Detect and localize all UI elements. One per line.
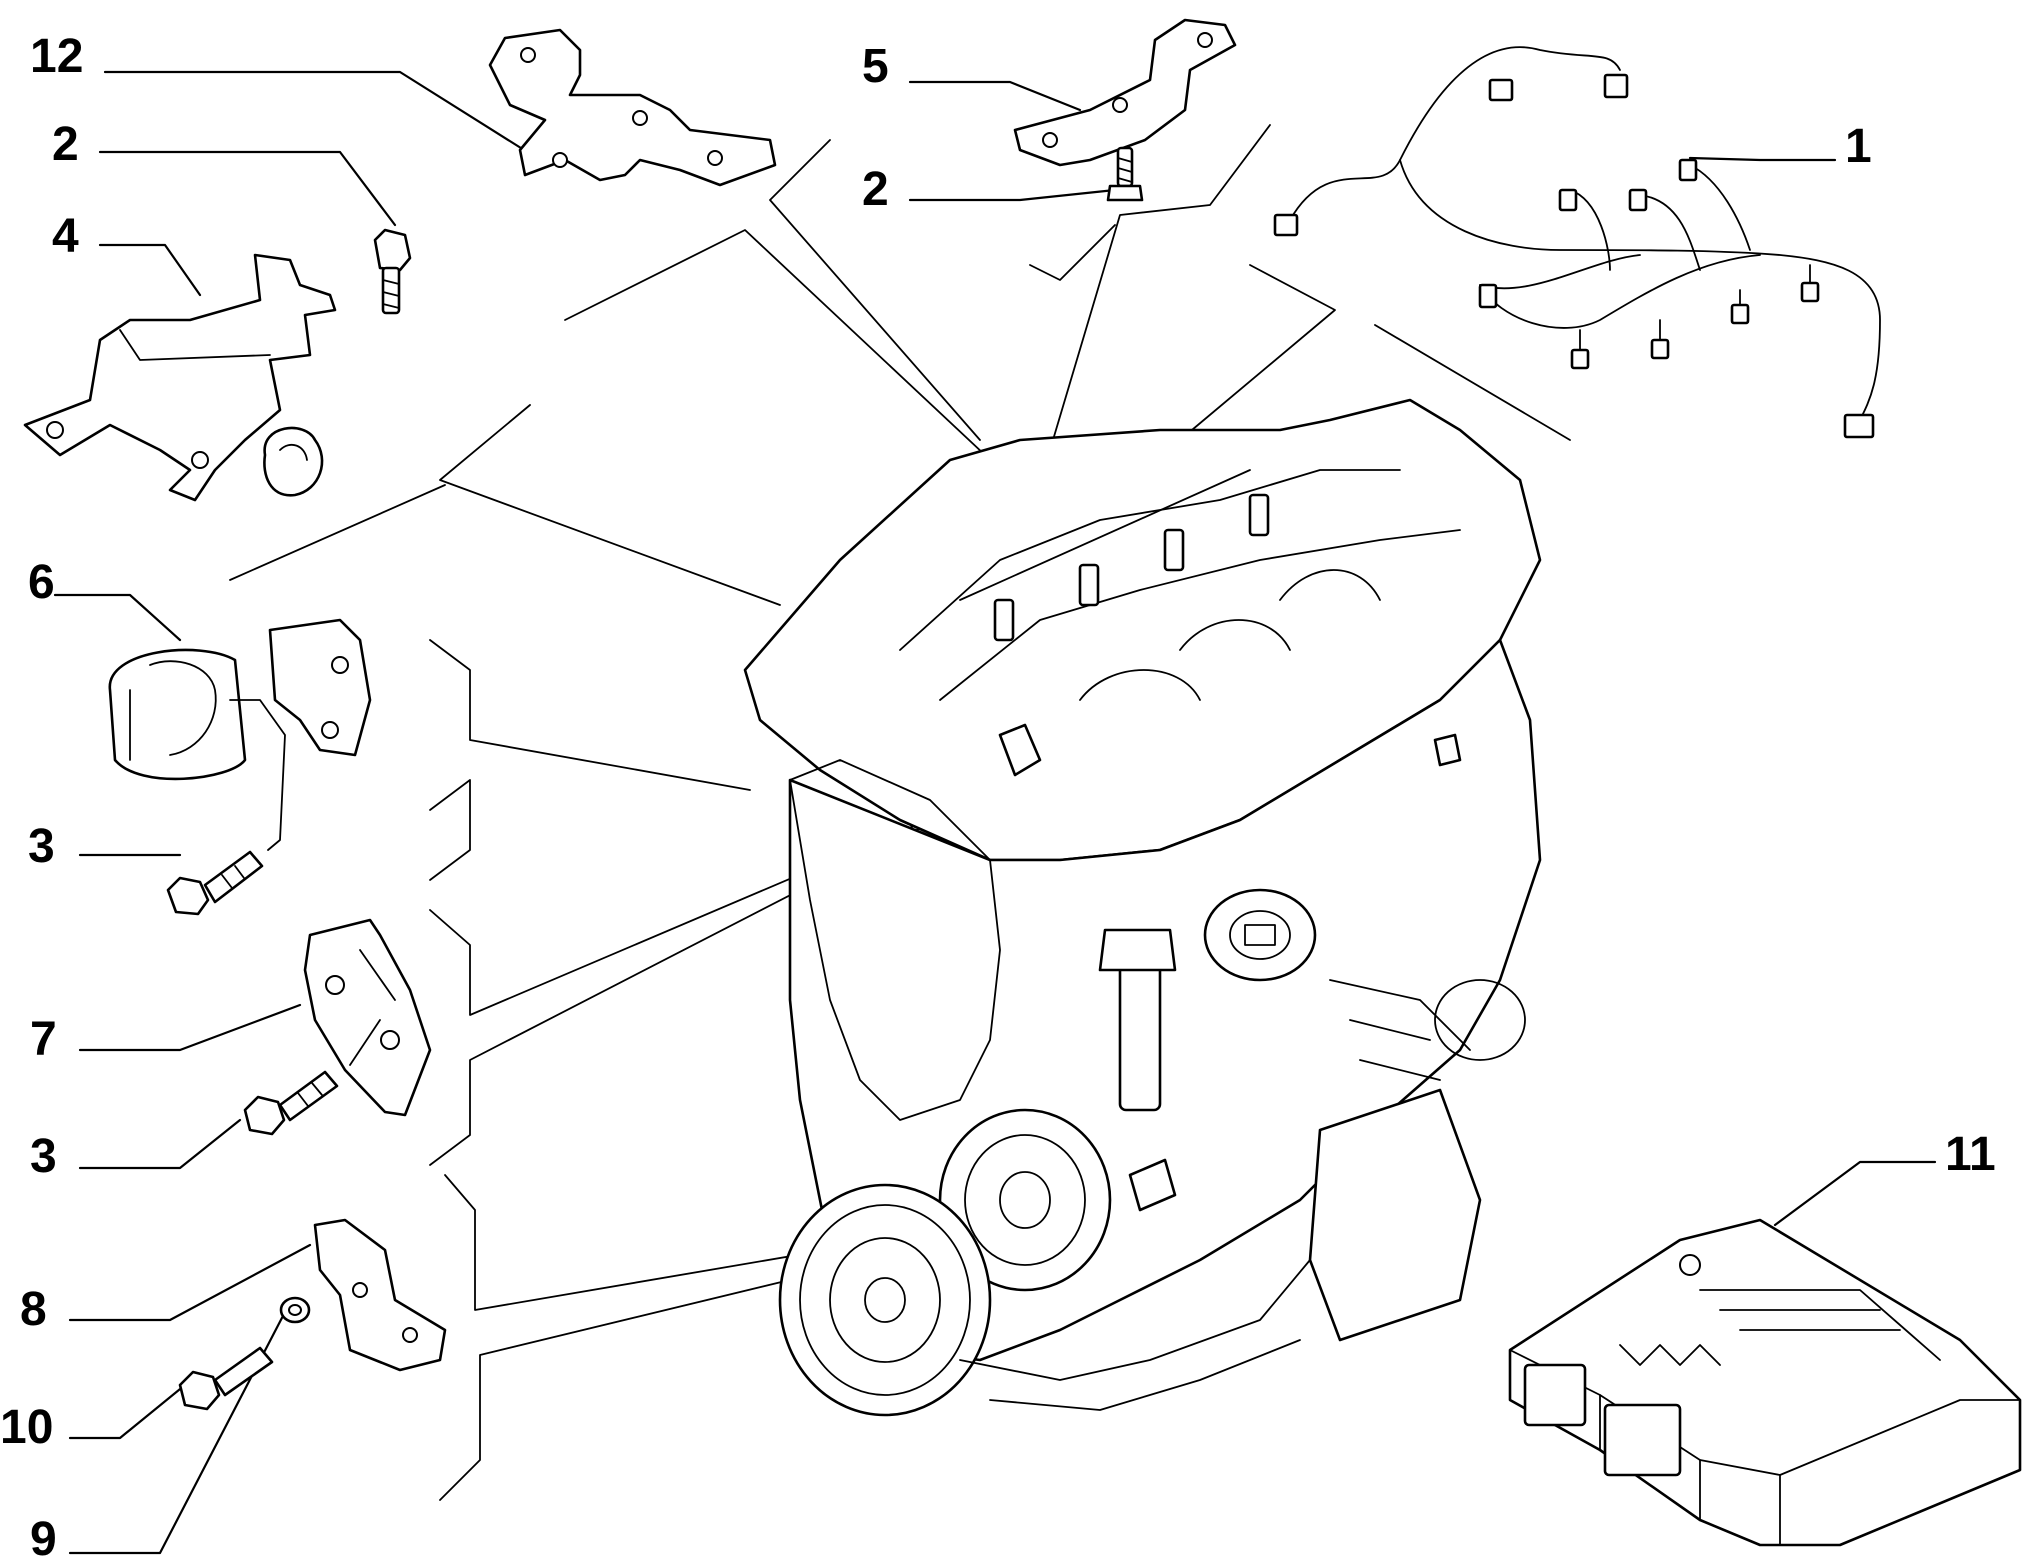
- clamp-6: [108, 618, 372, 851]
- callout-6: 6: [28, 556, 55, 609]
- callout-3-upper: 3: [28, 820, 55, 873]
- callout-7: 7: [30, 1013, 57, 1066]
- callout-1: 1: [1845, 120, 1872, 173]
- callout-5: 5: [862, 40, 889, 93]
- callout-9: 9: [30, 1513, 57, 1558]
- callout-4: 4: [52, 210, 79, 263]
- bolt-3-lower: [243, 1070, 339, 1136]
- engine-assembly: [743, 398, 1542, 1417]
- stud-2: [1106, 146, 1144, 202]
- callout-3-lower: 3: [30, 1130, 57, 1183]
- bracket-5: [1013, 18, 1237, 167]
- bolt-3-upper: [166, 850, 264, 916]
- bracket-8: [313, 1218, 447, 1372]
- callout-11: 11: [1945, 1128, 1996, 1181]
- bracket-12: [488, 28, 777, 187]
- bolt-10: [178, 1346, 274, 1411]
- callout-12: 12: [30, 30, 83, 83]
- leader-lines: [53, 70, 1937, 1555]
- bolt-2: [373, 228, 412, 315]
- plate-7: [303, 918, 432, 1117]
- bracket-4: [23, 253, 337, 502]
- callout-8: 8: [20, 1283, 47, 1336]
- ecu-11: [1508, 1218, 2022, 1547]
- callout-2-stud: 2: [862, 163, 889, 216]
- callout-2-bolt: 2: [52, 118, 79, 171]
- washer-9: [279, 1296, 311, 1324]
- wiring-harness-1: [1273, 46, 1881, 439]
- callout-10: 10: [0, 1401, 53, 1454]
